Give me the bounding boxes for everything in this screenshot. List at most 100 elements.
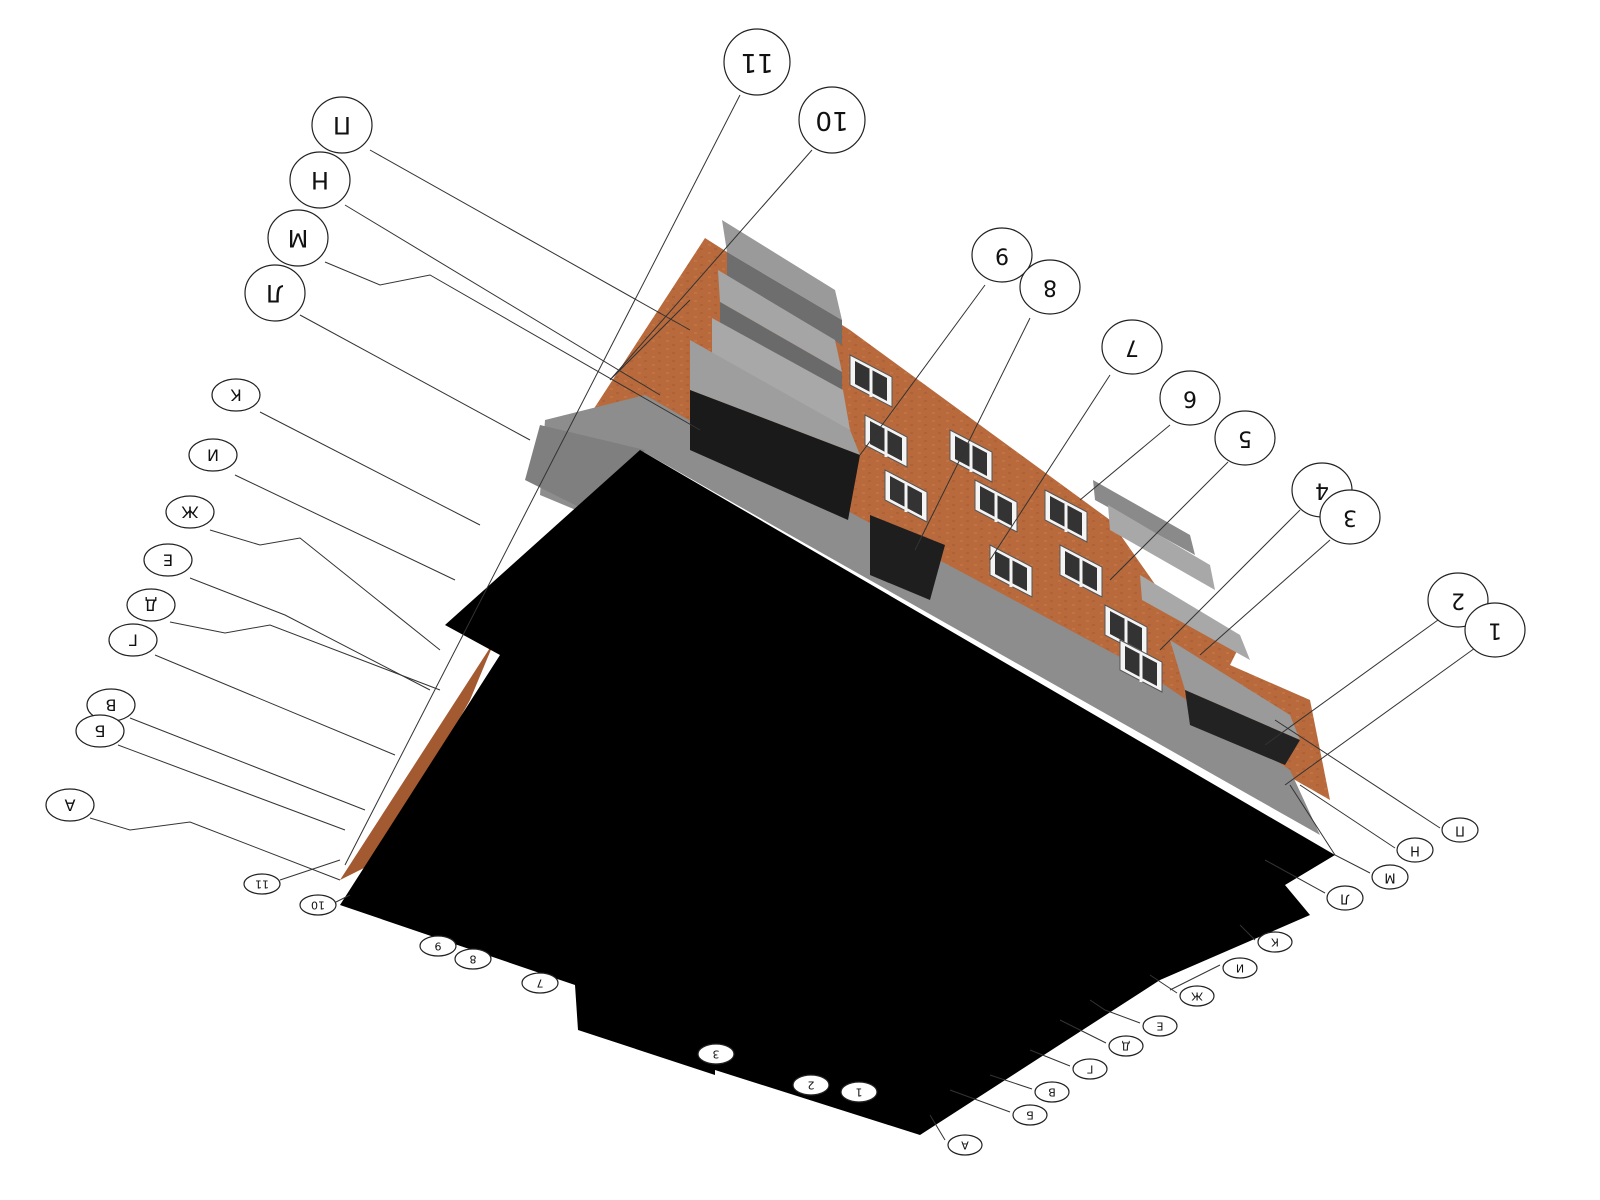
svg-text:П: П [333,111,351,139]
svg-text:1: 1 [856,1086,863,1099]
bottom-axis-letter-6-leader [989,1074,1033,1090]
balcony-stack-right [1093,480,1300,765]
top-axis-9-leader [859,284,986,456]
axis-marker-right-1: Н [1396,837,1434,863]
top-axis-letter-12-leader [89,817,341,881]
svg-text:В: В [1048,1086,1056,1099]
svg-text:4: 4 [1315,478,1329,503]
axis-marker-right-3: Л [1326,885,1364,911]
svg-text:Ж: Ж [1191,990,1203,1003]
top-axis-letter-11-leader [117,744,346,831]
axis-marker-letter-11: Б [75,714,125,748]
svg-text:8: 8 [470,953,477,966]
top-axis-letter-0-leader [369,149,691,331]
svg-text:Н: Н [1410,843,1420,858]
top-axis-letter-5-leader [234,474,456,581]
svg-text:11: 11 [255,878,269,891]
bottom-axis-letter-0-leader [1239,924,1256,941]
svg-text:М: М [288,224,309,252]
axis-marker-bottom-3-5: 3 [697,1043,735,1065]
svg-text:2: 2 [1451,588,1465,613]
svg-text:Б: Б [1026,1109,1034,1122]
svg-text:П: П [1455,823,1465,838]
axis-marker-letter-12: А [45,788,95,822]
axis-marker-bottom-letter-1: И [1222,957,1258,979]
svg-text:7: 7 [1125,335,1139,360]
axis-marker-letter-5: И [188,438,238,472]
axis-marker-letter-0: П [311,96,373,154]
svg-text:10: 10 [311,899,325,912]
svg-text:Д: Д [145,596,158,615]
right-axis-Н-1-leader [1299,784,1396,849]
top-axis-6-leader [1079,424,1171,501]
top-axis-8-leader [914,317,1031,551]
axis-marker-bottom-letter-7: Б [1012,1104,1048,1126]
axis-marker-letter-6: Ж [165,495,215,529]
axis-marker-bottom-8-3: 8 [454,948,492,970]
top-axis-letter-7-leader [189,577,431,691]
axis-marker-bottom-1-7: 1 [840,1081,878,1103]
top-axis-letter-9-leader [154,654,396,756]
svg-text:9: 9 [995,243,1009,268]
bottom-axis-letter-2-leader [1149,974,1178,994]
top-axis-7-leader [989,374,1111,561]
bottom-axis-letter-4-leader [1059,1019,1107,1044]
window [974,479,1018,533]
axis-marker-bottom-letter-6: В [1034,1081,1070,1103]
window [989,544,1033,598]
axis-marker-bottom-letter-3: Е [1142,1015,1178,1037]
bottom-axis-letter-8-leader [929,1114,946,1141]
top-axis-letter-6-leader [209,529,441,651]
bottom-axis-letter-5-leader [1029,1049,1071,1067]
right-axis-М-2-leader [1289,784,1371,874]
axis-marker-bottom-letter-8: А [947,1134,983,1156]
axis-marker-top-3: 3 [1319,489,1381,545]
bottom-axis-11-leader [279,859,341,881]
right-axis-П-0-leader [1274,719,1441,829]
axis-marker-letter-1: Н [289,151,351,209]
top-axis-letter-10-leader [129,717,366,811]
axis-marker-bottom-7-4: 7 [521,972,559,994]
brick-facade-left-wing [340,640,495,880]
window [849,354,893,408]
entrance-canopy [870,515,945,600]
axis-marker-top-6: 6 [1159,370,1221,426]
svg-text:10: 10 [815,105,848,135]
svg-text:Г: Г [1086,1063,1093,1076]
axis-marker-letter-3: Л [244,264,306,322]
axis-marker-top-8: 8 [1019,259,1081,315]
axis-marker-top-5: 5 [1214,410,1276,466]
svg-text:8: 8 [1043,275,1057,300]
axis-marker-letter-8: Д [126,588,176,622]
axis-marker-bottom-letter-5: Г [1072,1058,1108,1080]
axis-marker-letter-2: М [267,209,329,267]
svg-text:М: М [1384,870,1395,885]
axis-marker-bottom-9-2: 9 [419,935,457,957]
svg-text:В: В [106,696,117,715]
axis-marker-bottom-letter-4: Д [1108,1035,1144,1057]
top-axis-10-leader [609,149,813,381]
building-underside [340,450,1335,1135]
window [949,429,993,483]
top-axis-3-leader [1199,539,1331,656]
balcony-stack-left [690,220,860,520]
svg-text:Е: Е [163,551,173,570]
svg-text:К: К [230,386,242,405]
axis-marker-right-2: М [1371,864,1409,890]
axis-leader-lines [89,94,1476,1141]
axis-marker-bottom-letter-0: К [1257,931,1293,953]
svg-text:1: 1 [1488,618,1502,643]
svg-text:3: 3 [713,1048,720,1061]
window [1119,639,1163,693]
svg-text:6: 6 [1183,386,1197,411]
top-axis-letter-8-leader [169,621,441,691]
bottom-axis-10-leader [335,894,351,903]
svg-text:11: 11 [740,47,773,77]
svg-text:Г: Г [128,631,138,650]
svg-text:2: 2 [808,1079,815,1092]
svg-text:Л: Л [1340,891,1350,906]
svg-text:Н: Н [311,166,329,194]
svg-text:К: К [1271,936,1279,949]
svg-text:Е: Е [1156,1020,1163,1033]
top-axis-4-leader [1159,509,1301,651]
